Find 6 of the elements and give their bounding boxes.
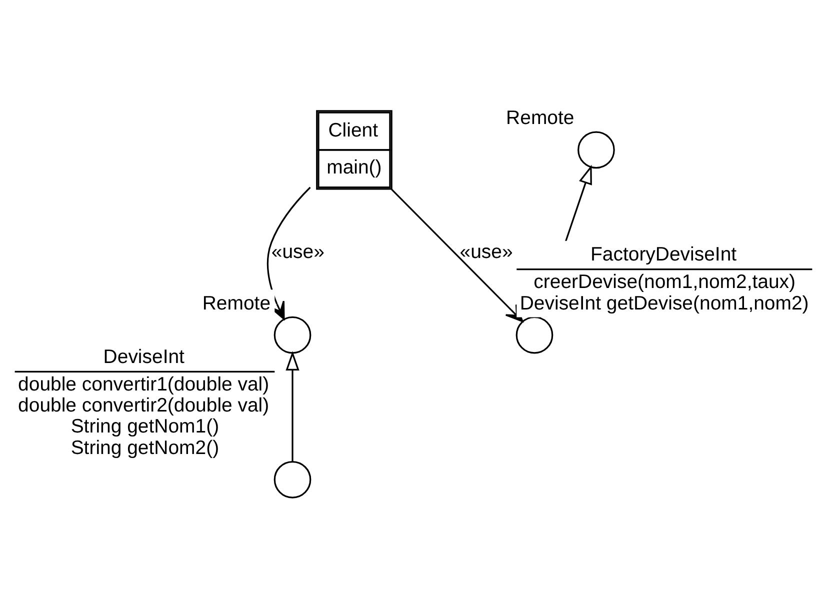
node-circle [578, 130, 615, 168]
node-label: DeviseInt [103, 345, 184, 368]
edge-label: «use» [271, 240, 324, 263]
arrow [286, 350, 300, 462]
node-label: Remote [506, 106, 574, 129]
edge-label: «use» [460, 240, 513, 263]
